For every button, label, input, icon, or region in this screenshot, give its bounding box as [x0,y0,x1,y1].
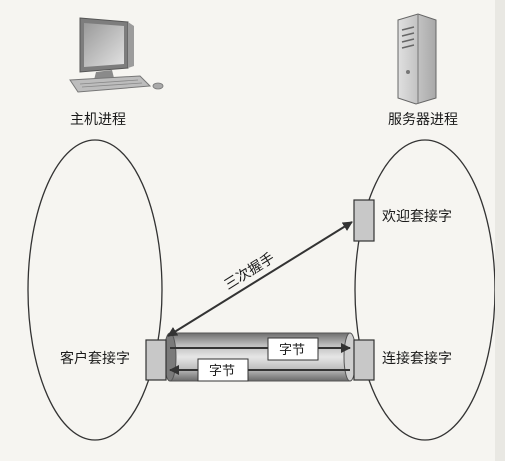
bytes-left-label: 字节 [209,364,235,379]
bytes-right-tag: 字节 [267,337,319,361]
handshake-label: 三次握手 [222,250,278,293]
welcome-socket-label: 欢迎套接字 [382,208,452,225]
page-edge [495,0,505,461]
server-tower-icon [397,13,437,105]
client-socket-box [145,339,167,381]
desktop-computer-icon [69,17,164,93]
server-process-label: 服务器进程 [388,112,458,128]
handshake-arrow [167,221,353,337]
bytes-left-tag: 字节 [197,358,249,382]
connection-socket-label: 连接套接字 [382,350,452,367]
connection-socket-box [353,339,375,381]
tcp-pipe [163,332,357,382]
host-process-label: 主机进程 [70,112,126,128]
welcome-socket-box [353,199,375,242]
server-process-ellipse [354,139,496,441]
host-process-ellipse [27,139,163,441]
bytes-right-label: 字节 [279,343,305,358]
client-socket-label: 客户套接字 [60,350,130,367]
